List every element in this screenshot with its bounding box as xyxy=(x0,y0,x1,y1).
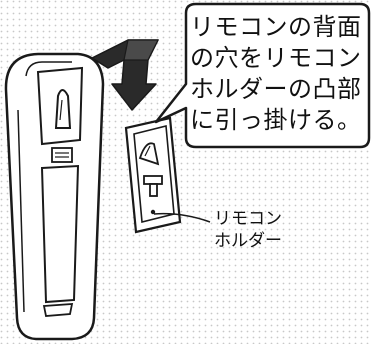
remote-holder xyxy=(124,116,182,234)
callout-text: リモコンの背面 の穴をリモコン ホルダーの凸部 に引っ掛ける。 xyxy=(190,12,370,136)
remote-control xyxy=(4,52,105,341)
hook-down-arrow-icon xyxy=(91,39,159,111)
holder-label: リモコン ホルダー xyxy=(214,208,282,252)
holder-protrusion xyxy=(138,142,160,166)
holder-label-line: リモコン xyxy=(214,209,282,229)
remote-hanging-hole xyxy=(54,89,72,129)
callout-line: ホルダーの凸部 xyxy=(190,75,362,103)
callout-line: の穴をリモコン xyxy=(190,44,362,72)
callout-line: リモコンの背面 xyxy=(190,13,362,41)
holder-t-mount xyxy=(143,175,163,197)
callout-bubble xyxy=(154,2,371,149)
battery-cover xyxy=(40,164,80,304)
holder-label-line: ホルダー xyxy=(214,231,282,251)
remote-back-recess xyxy=(36,66,84,146)
callout-line: に引っ掛ける。 xyxy=(190,106,362,134)
holder-leader-line xyxy=(153,212,211,223)
holder-screw xyxy=(150,209,156,215)
remote-latch xyxy=(51,147,73,163)
